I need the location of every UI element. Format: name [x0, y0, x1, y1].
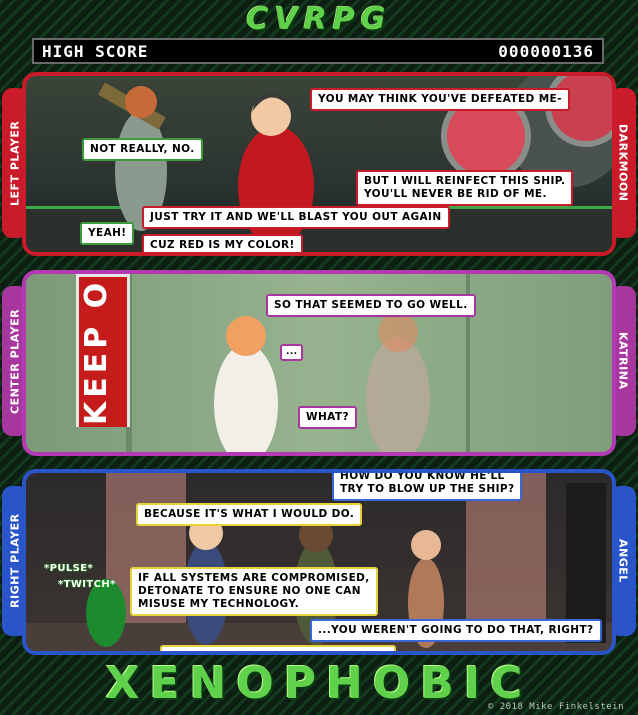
- sfx-twitch: *TWITCH*: [58, 579, 116, 590]
- panel-1-art: [26, 76, 612, 252]
- speech-blast-you: JUST TRY IT AND WE'LL BLAST YOU OUT AGAI…: [142, 206, 450, 229]
- speech-werent-going: ...YOU WEREN'T GOING TO DO THAT, RIGHT?: [310, 619, 602, 642]
- cvrpg-logo: CVRPG: [246, 2, 392, 37]
- speech-seemed-well: SO THAT SEEMED TO GO WELL.: [266, 294, 476, 317]
- copyright-credit: © 2018 Mike Finkelstein: [487, 702, 624, 712]
- speech-defeated-me: YOU MAY THINK YOU'VE DEFEATED ME-: [310, 88, 570, 111]
- xenophobic-logo: XENOPHOBIC: [105, 658, 533, 709]
- speech-how-do-you-know: HOW DO YOU KNOW HE'LL TRY TO BLOW UP THE…: [332, 473, 523, 501]
- panel-left-player: NOT REALLY, NO. YEAH! ... YOU MAY THINK …: [22, 72, 616, 256]
- speech-silly-question: HAHAHA, WHAT A SILLY QUESTION.: [160, 645, 397, 651]
- speech-what: WHAT?: [298, 406, 357, 429]
- high-score-label: HIGH SCORE: [42, 42, 149, 61]
- panel-right-player: HOW DO YOU KNOW HE'LL TRY TO BLOW UP THE…: [22, 469, 616, 655]
- speech-not-really: NOT REALLY, NO.: [82, 138, 203, 161]
- speech-all-systems: IF ALL SYSTEMS ARE COMPROMISED, DETONATE…: [130, 567, 378, 616]
- speech-yeah: YEAH!: [80, 222, 135, 245]
- speech-reinfect: BUT I WILL REINFECT THIS SHIP. YOU'LL NE…: [356, 170, 574, 206]
- keep-out-sign: KEEP O: [76, 274, 130, 427]
- speech-ellipsis-2: ...: [280, 344, 304, 361]
- speech-red-color: CUZ RED IS MY COLOR!: [142, 234, 303, 252]
- sfx-pulse: *PULSE*: [44, 563, 94, 574]
- panel-center-player: KEEP O SO THAT SEEMED TO GO WELL. ... WH…: [22, 270, 616, 456]
- speech-because: BECAUSE IT'S WHAT I WOULD DO.: [136, 503, 363, 526]
- high-score-value: 000000136: [498, 42, 594, 61]
- high-score-bar: HIGH SCORE 000000136: [32, 38, 604, 64]
